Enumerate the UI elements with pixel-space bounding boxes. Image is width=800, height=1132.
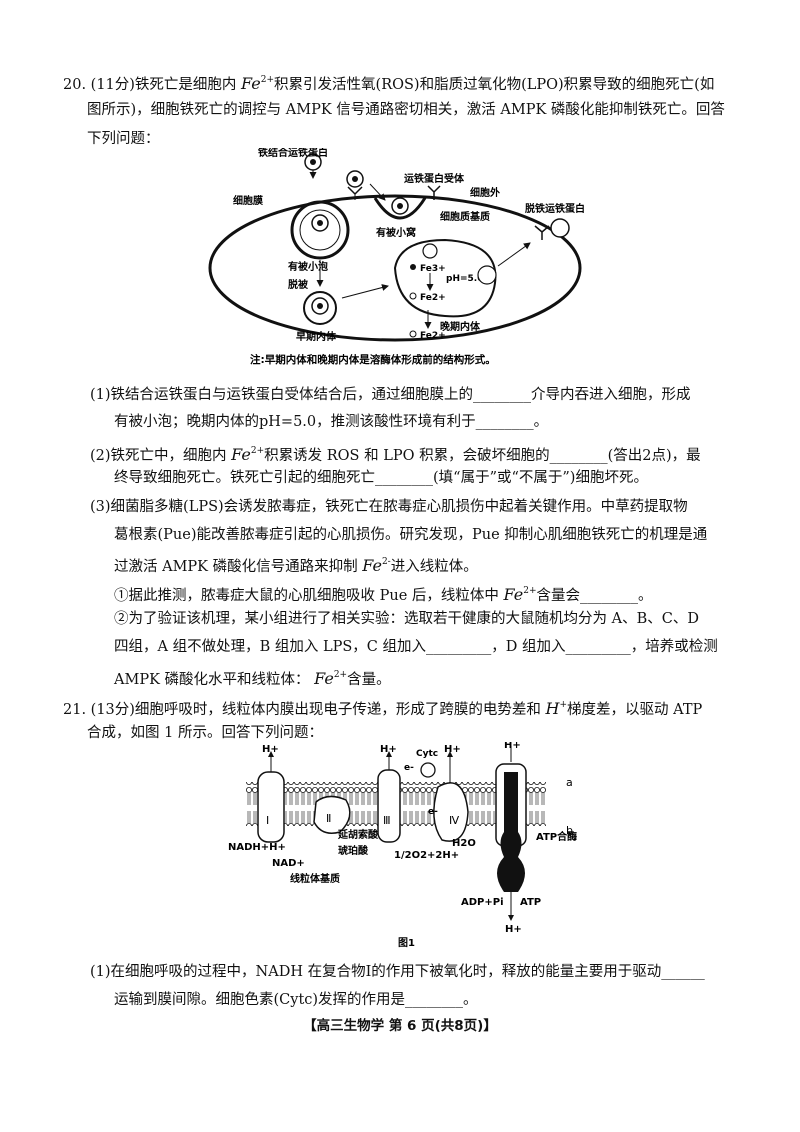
svg-text:H+: H+ (262, 744, 279, 755)
svg-text:b: b (566, 824, 573, 837)
svg-text:有被小窝: 有被小窝 (376, 226, 416, 239)
ferroptosis-cell-diagram: 铁结合运铁蛋白 运铁蛋白受体 细胞外 细胞质基质 脱铁运铁蛋白 细胞膜 有被小窝… (208, 148, 585, 366)
q20-p3c: 过激活 AMPK 磷酸化信号通路来抑制 Fe2-进入线粒体。 (114, 556, 478, 575)
svg-text:脱被: 脱被 (288, 278, 309, 291)
svg-text:琥珀酸: 琥珀酸 (338, 844, 369, 857)
q20-line-2: 图所示)，细胞铁死亡的调控与 AMPK 信号通路密切相关，激活 AMPK 磷酸化… (87, 102, 725, 118)
q20-p3b: 葛根素(Pue)能改善脓毒症引起的心肌损伤。研究发现，Pue 抑制心肌细胞铁死亡… (114, 527, 708, 543)
q20-line-1: 20. (11分)铁死亡是细胞内 Fe2+积累引发活性氧(ROS)和脂质过氧化物… (63, 74, 715, 93)
svg-text:晚期内体: 晚期内体 (440, 320, 481, 333)
svg-text:脱铁运铁蛋白: 脱铁运铁蛋白 (525, 202, 585, 215)
q20-p1a: (1)铁结合运铁蛋白与运铁蛋白受体结合后，通过细胞膜上的________介导内吞… (90, 387, 691, 403)
svg-text:运铁蛋白受体: 运铁蛋白受体 (404, 172, 465, 185)
svg-text:Ⅳ: Ⅳ (449, 814, 460, 827)
svg-text:有被小泡: 有被小泡 (288, 260, 328, 273)
svg-text:1/2O2+2H+: 1/2O2+2H+ (394, 850, 459, 861)
svg-text:H+: H+ (504, 742, 521, 751)
svg-text:Fe3+: Fe3+ (420, 264, 446, 274)
q20-p3a: (3)细菌脂多糖(LPS)会诱发脓毒症，铁死亡在脓毒症心肌损伤中起着关键作用。中… (90, 499, 688, 515)
tf-label: 铁结合运铁蛋白 (258, 148, 328, 159)
svg-text:Fe2+: Fe2+ (420, 331, 446, 341)
figure-caption: 图1 (398, 937, 415, 949)
svg-text:细胞膜: 细胞膜 (233, 194, 263, 207)
q21-p1a: (1)在细胞呼吸的过程中，NADH 在复合物Ⅰ的作用下被氧化时，释放的能量主要用… (90, 964, 705, 980)
svg-text:a: a (566, 776, 573, 789)
svg-text:H+: H+ (444, 744, 461, 755)
q21-line-2: 合成，如图 1 所示。回答下列问题： (87, 725, 323, 741)
q21-line-1: 21. (13分)细胞呼吸时，线粒体内膜出现电子传递，形成了跨膜的电势差和 H+… (63, 699, 703, 718)
svg-text:Cytc: Cytc (416, 749, 438, 759)
svg-text:延胡索酸: 延胡索酸 (337, 828, 379, 841)
q20-p2a: (2)铁死亡中，细胞内 Fe2+积累诱发 ROS 和 LPO 积累，会破坏细胞的… (90, 445, 701, 464)
q20-p3d: ①据此推测，脓毒症大鼠的心肌细胞吸收 Pue 后，线粒体中 Fe2+含量会___… (114, 585, 653, 604)
svg-text:H+: H+ (505, 924, 522, 935)
figure-note: 注:早期内体和晚期内体是溶酶体形成前的结构形式。 (250, 353, 496, 366)
svg-text:NAD+: NAD+ (272, 858, 305, 869)
svg-text:Fe2+: Fe2+ (420, 293, 446, 303)
svg-text:H+: H+ (380, 744, 397, 755)
svg-text:e-: e- (404, 763, 414, 773)
svg-text:Ⅲ: Ⅲ (383, 814, 391, 827)
page-footer: 【高三生物学 第 6 页(共8页)】 (303, 1018, 497, 1034)
q20-line-3: 下列问题： (87, 131, 160, 147)
svg-text:NADH+H+: NADH+H+ (228, 842, 286, 853)
q20-p3f: 四组，A 组不做处理，B 组加入 LPS，C 组加入_________，D 组加… (114, 639, 718, 655)
svg-text:ATP: ATP (520, 897, 541, 908)
svg-text:ATP合酶: ATP合酶 (536, 830, 577, 843)
svg-text:早期内体: 早期内体 (296, 330, 337, 343)
q20-p2b: 终导致细胞死亡。铁死亡引起的细胞死亡________(填“属于”或“不属于”)细… (114, 470, 648, 486)
q20-p1b: 有被小泡；晚期内体的pH=5.0，推测该酸性环境有利于________。 (114, 414, 549, 430)
cell-membrane (208, 194, 582, 342)
svg-text:e-: e- (428, 807, 438, 817)
svg-text:Ⅱ: Ⅱ (326, 812, 331, 825)
q20-p3g: AMPK 磷酸化水平和线粒体： Fe2+含量。 (114, 669, 391, 688)
svg-text:细胞质基质: 细胞质基质 (440, 210, 490, 223)
svg-text:Ⅰ: Ⅰ (266, 814, 269, 827)
svg-text:pH=5.0: pH=5.0 (446, 274, 483, 284)
svg-text:H2O: H2O (452, 838, 476, 849)
fe-symbol: Fe (241, 74, 261, 93)
svg-text:ADP+Pi: ADP+Pi (461, 897, 504, 908)
svg-text:细胞外: 细胞外 (470, 186, 500, 199)
q21-p1b: 运输到膜间隙。细胞色素(Cytc)发挥的作用是________。 (114, 992, 478, 1008)
svg-text:线粒体基质: 线粒体基质 (290, 872, 340, 885)
electron-transport-diagram: Ⅰ H+ Ⅱ Ⅲ H+ Cytc e- Ⅳ H+ e- H+ H+ ADP+Pi… (228, 742, 577, 949)
q20-p3e: ②为了验证该机理，某小组进行了相关实验：选取若干健康的大鼠随机均分为 A、B、C… (114, 611, 699, 627)
